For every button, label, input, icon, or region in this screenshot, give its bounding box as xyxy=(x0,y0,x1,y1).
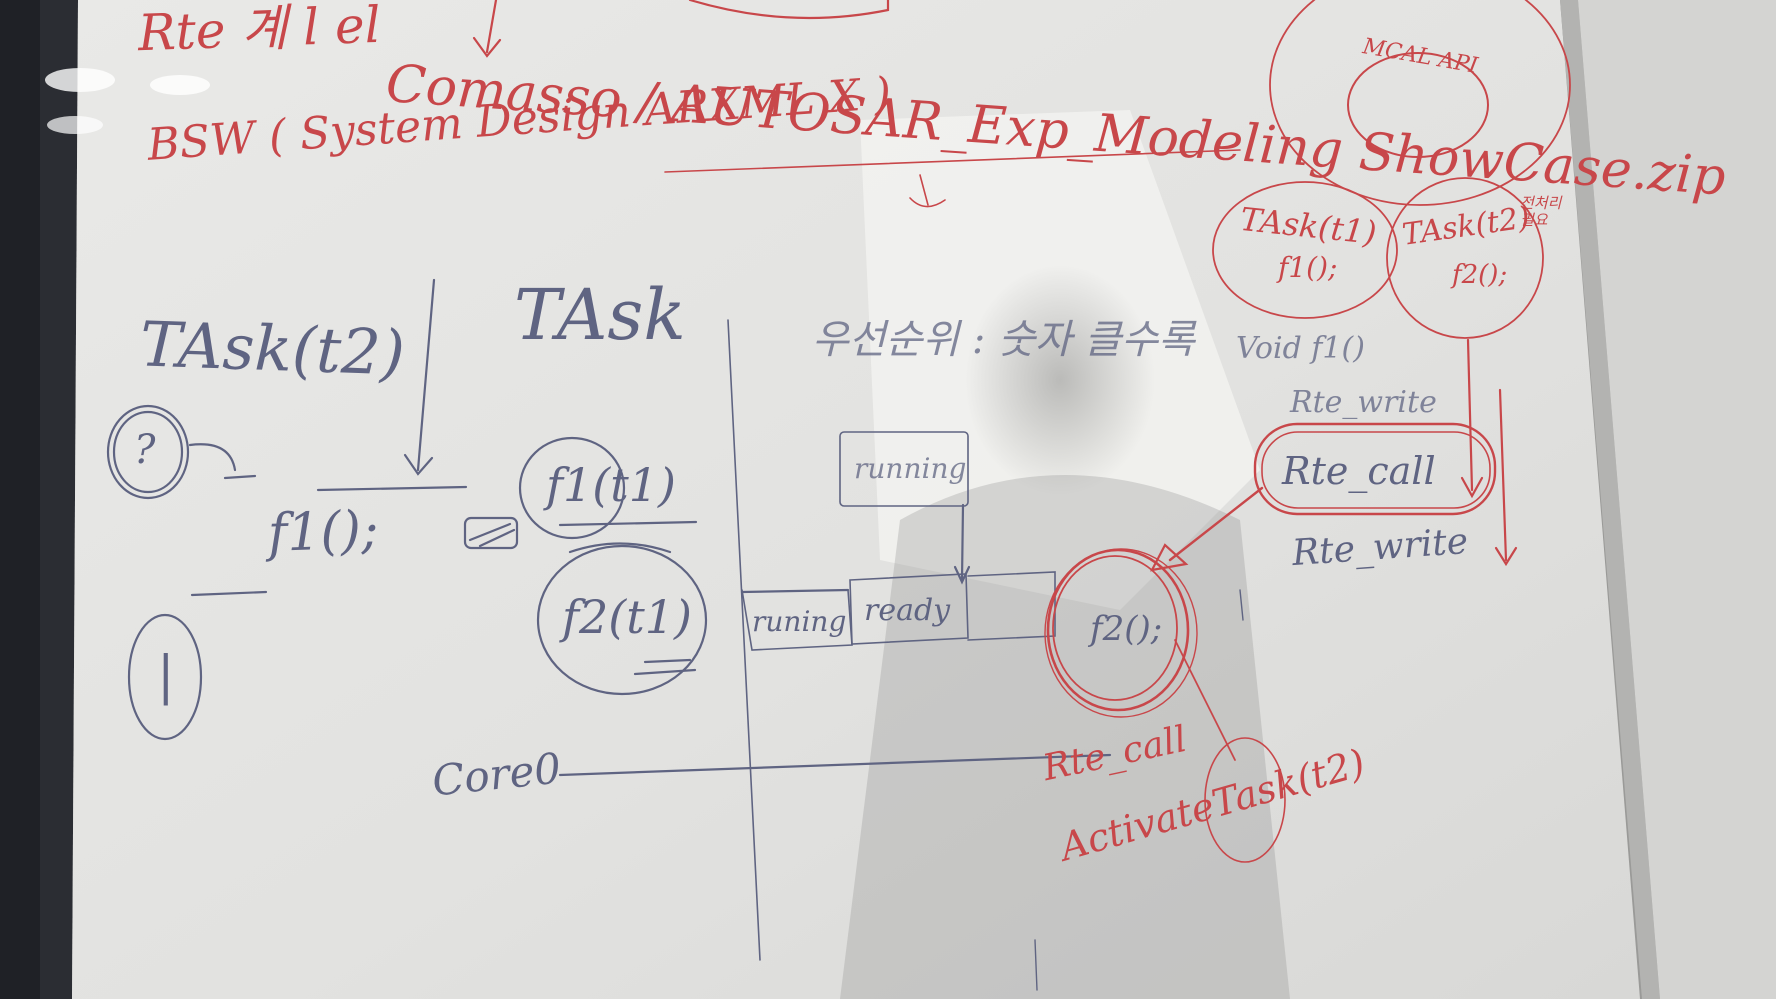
header-arrow xyxy=(485,0,498,54)
circle-question-inner xyxy=(112,410,184,494)
arrow-head xyxy=(953,565,971,585)
runing-box xyxy=(741,589,853,651)
person-shadow xyxy=(965,265,1155,495)
task-t1-body: f1(); xyxy=(1278,251,1338,284)
circle-f2 xyxy=(536,544,708,696)
vertical-arrow-head xyxy=(1494,546,1518,567)
arrow-head xyxy=(403,453,434,476)
right-wall xyxy=(1578,0,1776,999)
ready-box xyxy=(849,573,969,645)
f2-call-label: f2(); xyxy=(1090,609,1163,649)
underline xyxy=(558,520,698,527)
faint-line xyxy=(1034,939,1038,991)
underline xyxy=(190,590,268,597)
state-runing: runing xyxy=(752,605,847,638)
board-surface xyxy=(72,0,1640,999)
f2-t1-label: f2(t1) xyxy=(562,590,692,644)
box-hatch xyxy=(468,522,516,548)
state-ready: ready xyxy=(864,593,951,628)
connector-stroke xyxy=(188,443,237,472)
mcal-inner-circle xyxy=(1347,52,1489,158)
header-arrow-head xyxy=(472,36,502,58)
left-wall xyxy=(0,0,40,999)
f1-t1-label: f1(t1) xyxy=(546,458,676,512)
f2-circle-outer xyxy=(1044,548,1198,718)
connector-stroke xyxy=(223,474,257,480)
divider-line xyxy=(727,319,761,961)
running-box xyxy=(839,431,969,507)
rte-call-box-label: Rte_call xyxy=(1282,449,1436,493)
underline xyxy=(633,658,697,676)
task-t2-label: TAsk(t2) xyxy=(138,307,407,390)
board-frame-right xyxy=(1560,0,1660,999)
small-arrow xyxy=(919,174,929,206)
vertical-arrow xyxy=(1466,338,1474,492)
task-t2-body: f2(); xyxy=(1452,260,1508,290)
rte-write-top: Rte_write xyxy=(1290,385,1437,420)
void-f1-label: Void f1() xyxy=(1236,331,1365,366)
small-box xyxy=(463,516,519,550)
circle-f2-top xyxy=(568,542,672,554)
vertical-arrow xyxy=(1498,388,1508,562)
circle-question xyxy=(106,404,190,500)
f2-circle-inner xyxy=(1052,555,1178,701)
glare xyxy=(150,75,210,95)
task-t2-circle xyxy=(1386,177,1544,339)
small-arrow-head xyxy=(909,197,946,208)
circle-one-mark: | xyxy=(157,646,175,706)
glare xyxy=(47,116,103,134)
core-line xyxy=(558,753,1112,777)
vertical-arrow-head xyxy=(1460,476,1484,499)
rte-call-box xyxy=(1253,422,1497,516)
faint-line xyxy=(1239,589,1244,621)
board-frame-left xyxy=(40,0,78,999)
runing-box-top xyxy=(740,588,850,594)
mcal-outer-circle xyxy=(1269,0,1571,206)
glare xyxy=(45,68,115,92)
header-line-1: Rte 계 l el xyxy=(137,0,382,63)
header-underline xyxy=(664,149,1241,173)
person-shadow-body xyxy=(840,475,1290,999)
task-t1-circle xyxy=(1212,181,1398,319)
f2-circle xyxy=(1046,548,1190,712)
empty-box xyxy=(967,571,1056,641)
circle-one xyxy=(127,613,203,741)
activate-circle xyxy=(1204,737,1286,863)
note-right: 전처리 필요 xyxy=(1520,194,1562,229)
priority-note: 우선순위 : 숫자 클수록 xyxy=(812,317,1195,363)
header-curve xyxy=(688,0,890,20)
task-label: TAsk xyxy=(514,274,686,356)
state-running: running xyxy=(854,452,967,485)
arrow-line xyxy=(960,503,965,582)
arrow-line xyxy=(416,278,436,472)
circle-question-mark: ? xyxy=(134,427,156,473)
underline xyxy=(316,485,468,492)
rte-call-arrow xyxy=(1168,486,1264,562)
rte-call-box-inner xyxy=(1261,431,1491,509)
activate-line xyxy=(1174,639,1236,761)
circle-f1 xyxy=(518,436,626,540)
f1-call-label: f1(); xyxy=(266,500,380,564)
